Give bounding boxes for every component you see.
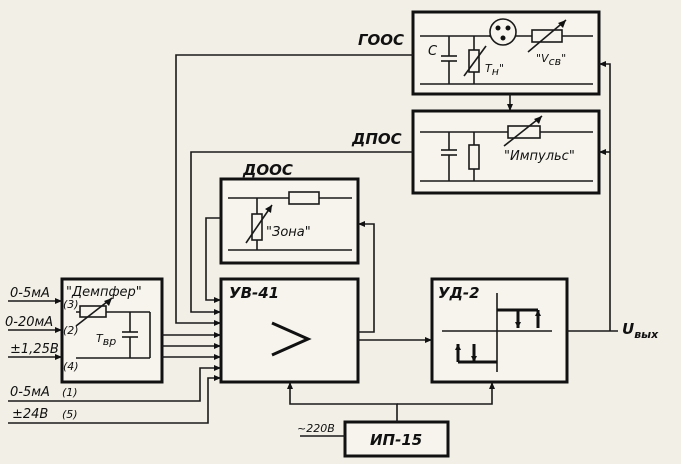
input-range-label: ±24В — [12, 407, 48, 422]
supply-label: ~220В — [297, 422, 335, 435]
goos-title: ГООС — [358, 31, 404, 49]
ud2-block: УД-2 — [430, 277, 569, 384]
input-pin-4: (4) — [63, 360, 79, 373]
dempfer-label: "Демпфер" — [66, 285, 142, 300]
input-pin-3: (3) — [63, 298, 79, 311]
doos-resistor-icon — [288, 191, 320, 205]
input-range-label: 0-5мА — [10, 385, 50, 400]
zona-label: "Зона" — [266, 225, 311, 240]
ip15-title: ИП-15 — [370, 431, 422, 449]
input-range-label: 0-20мА — [5, 315, 53, 330]
uv41-block: УВ-41 — [219, 277, 360, 384]
dpos-block: "Импульс" — [411, 109, 601, 195]
dempfer-box — [60, 277, 164, 384]
output-label: Uвых — [622, 320, 659, 341]
dpos-title: ДПОС — [351, 130, 402, 148]
input-pin-1: (1) — [62, 386, 78, 399]
thermistor-tn-icon — [468, 49, 480, 73]
vsv-label: "Vсв" — [536, 52, 566, 68]
comparator-symbol-icon — [271, 321, 312, 357]
dempfer-block: "Демпфер" Tвр (3) (2) (4) — [60, 277, 164, 384]
input-range-label: ±1,25В — [10, 342, 59, 357]
tdr-label: Tвр — [96, 332, 116, 348]
dpos-resistor-icon — [468, 144, 480, 170]
input-pin-2: (2) — [63, 324, 79, 337]
lamp-icon — [489, 18, 517, 46]
dempfer-resistor-icon — [79, 305, 107, 318]
impuls-resistor-icon — [507, 125, 541, 139]
tn-label: Tн" — [485, 62, 504, 78]
uv41-box — [219, 277, 360, 384]
uv41-title: УВ-41 — [229, 284, 279, 302]
ud2-title: УД-2 — [438, 284, 480, 302]
doos-block: "Зона" — [219, 177, 360, 265]
doos-title: ДООС — [242, 161, 293, 179]
input-range-label: 0-5мА — [10, 286, 50, 301]
impuls-label: "Импульс" — [504, 149, 575, 164]
goos-capacitor-label: C — [428, 44, 438, 59]
input-pin-5: (5) — [62, 408, 78, 421]
ip15-block: ИП-15 — [343, 420, 450, 458]
goos-block: C Tн" "Vсв" — [411, 10, 601, 96]
